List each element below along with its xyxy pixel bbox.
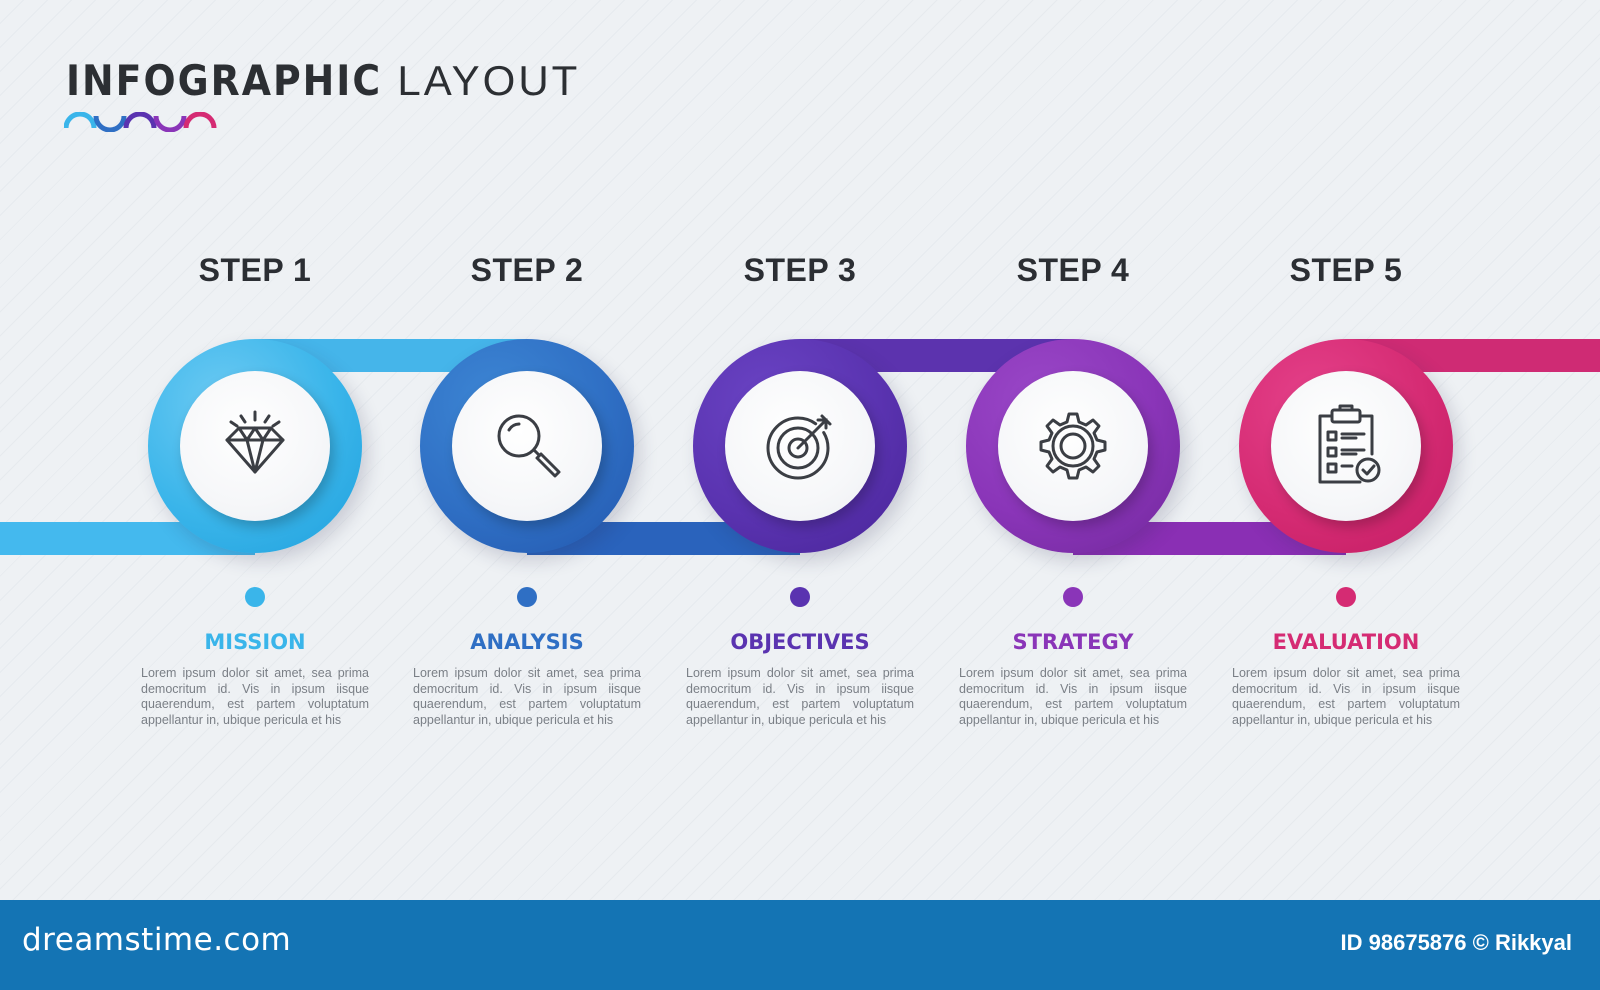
page-title: INFOGRAPHIC LAYOUT [66,56,580,105]
step-icon-disc [725,371,875,521]
step-title: MISSION [204,630,306,654]
step-dot [517,587,537,607]
step-description: Lorem ipsum dolor sit amet, sea prima de… [1232,666,1460,727]
step-dot [1336,587,1356,607]
step-title: ANALYSIS [470,630,584,654]
step-description: Lorem ipsum dolor sit amet, sea prima de… [686,666,914,727]
footer-site-name: dreamstime.com [22,922,292,958]
step-number-label: STEP 1 [198,252,312,288]
gear-icon [1039,412,1107,480]
step-title: OBJECTIVES [730,630,870,654]
title-light: LAYOUT [397,57,581,104]
magnifier-icon [497,414,561,478]
step-circle [420,339,634,553]
diamond-icon [225,410,285,474]
step-dot [790,587,810,607]
title-bold: INFOGRAPHIC [66,56,383,105]
step-icon-disc [998,371,1148,521]
step-circle [693,339,907,553]
step-dot [245,587,265,607]
footer-credit: ID 98675876 © Rikkyal [1340,930,1572,955]
step-number-label: STEP 3 [743,252,857,288]
step-circle [966,339,1180,553]
footer-bar: dreamstime.com ID 98675876 © Rikkyal [0,900,1600,990]
step-description: Lorem ipsum dolor sit amet, sea prima de… [141,666,369,727]
step-number-label: STEP 5 [1289,252,1403,288]
step-icon-disc [1271,371,1421,521]
step-number-label: STEP 4 [1016,252,1130,288]
infographic-canvas: INFOGRAPHIC LAYOUT STEP 1 MISSION Lorem ip… [0,0,1600,900]
title-wave-decoration [64,112,217,132]
step-circle [148,339,362,553]
step-title: EVALUATION [1272,630,1420,654]
step-title: STRATEGY [1012,630,1134,654]
step-icon-disc [452,371,602,521]
step-description: Lorem ipsum dolor sit amet, sea prima de… [413,666,641,727]
clipboard-check-icon [1318,404,1381,484]
target-icon [766,414,832,480]
step-dot [1063,587,1083,607]
step-number-label: STEP 2 [470,252,584,288]
step-description: Lorem ipsum dolor sit amet, sea prima de… [959,666,1187,727]
step-icon-disc [180,371,330,521]
step-circle [1239,339,1453,553]
